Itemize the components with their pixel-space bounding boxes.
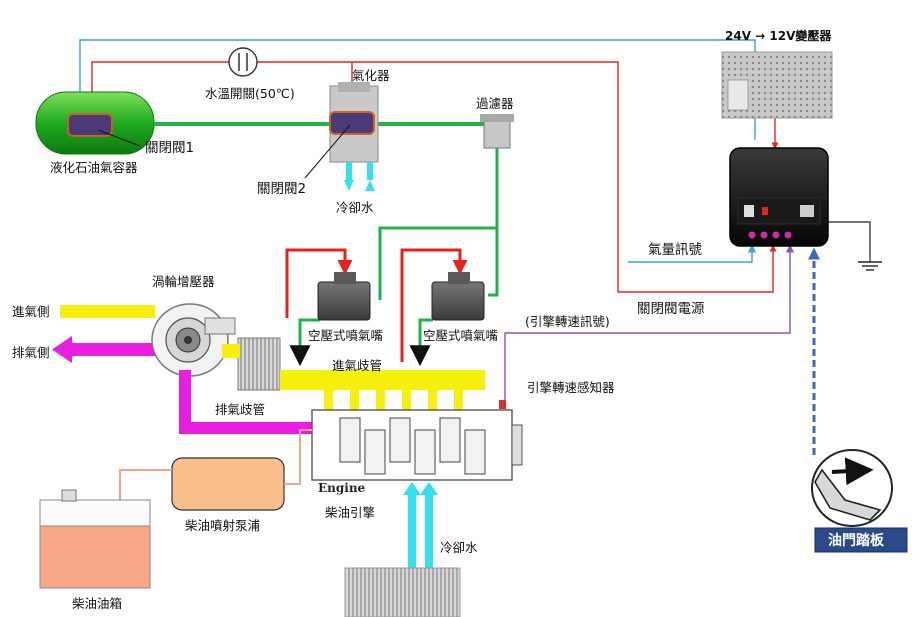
shutoff-valve-1-label: 關閉閥1 bbox=[145, 140, 194, 156]
intake-manifold-label: 進氣歧管 bbox=[332, 358, 382, 373]
intake-manifold bbox=[280, 370, 485, 390]
gas-signal-wire-lower bbox=[628, 244, 757, 263]
transformer-terminal bbox=[727, 79, 749, 111]
lpg-line-filter-to-injectors bbox=[378, 145, 499, 300]
turbo-to-intercooler bbox=[222, 344, 240, 358]
diesel-engine-icon bbox=[311, 409, 523, 481]
engine-word: Engine bbox=[318, 481, 366, 495]
shutoff-valve-2-icon bbox=[329, 111, 375, 135]
controller-port-1 bbox=[748, 231, 756, 239]
rpm-sensor-label: 引擎轉速感知器 bbox=[527, 380, 615, 395]
gas-signal-label: 氣量訊號 bbox=[648, 242, 702, 258]
injector2-to-intake bbox=[409, 318, 433, 367]
air-injector-1 bbox=[317, 281, 371, 321]
exhaust-side-arrowhead-icon bbox=[52, 336, 72, 363]
air-injector-2 bbox=[431, 281, 485, 321]
controller-port-3 bbox=[772, 231, 780, 239]
air-injector-1-label: 空壓式噴氣嘴 bbox=[308, 328, 384, 343]
diesel-pump-label: 柴油噴射泵浦 bbox=[185, 518, 260, 533]
diesel-pump bbox=[171, 457, 285, 511]
rpm-signal-label: (引擎轉速訊號) bbox=[525, 314, 610, 329]
intercooler bbox=[237, 337, 281, 391]
foot-pedal-icon bbox=[811, 449, 893, 527]
controller-led bbox=[762, 207, 768, 215]
controller-socket bbox=[800, 205, 814, 217]
injector1-to-intake bbox=[289, 318, 320, 367]
lpg-line-filter-to-injector2 bbox=[488, 228, 499, 297]
diesel-line-pump-engine bbox=[284, 429, 312, 485]
controller-port-4 bbox=[784, 231, 792, 239]
controller-switch bbox=[744, 205, 754, 217]
rpm-sensor bbox=[499, 400, 506, 409]
cooling-pipe-2 bbox=[367, 162, 373, 180]
power-wire-injector-1 bbox=[285, 248, 353, 318]
air-injector-1-cap bbox=[334, 272, 356, 284]
exhaust-manifold bbox=[179, 370, 312, 434]
shutoff-valve-2-label: 關閉閥2 bbox=[257, 181, 306, 197]
cooling-water-pipe-2 bbox=[425, 495, 433, 570]
intake-side-label: 進氣側 bbox=[12, 304, 50, 319]
filter-cap bbox=[480, 114, 514, 122]
diesel-tank-label: 柴油油箱 bbox=[72, 596, 122, 611]
controller-box bbox=[729, 147, 829, 247]
valve-2-pointer bbox=[304, 124, 351, 179]
valve-1-pointer bbox=[97, 129, 141, 147]
controller-port-2 bbox=[760, 231, 768, 239]
vaporizer-label: 氣化器 bbox=[352, 68, 390, 83]
diesel-line-tank-pump bbox=[119, 469, 172, 508]
shutoff-valve-1-icon bbox=[67, 113, 113, 137]
turbo-label: 渦輪增壓器 bbox=[152, 274, 215, 289]
temp-switch-label: 水溫開關(50℃) bbox=[205, 86, 295, 101]
vaporizer-top bbox=[338, 82, 370, 92]
lpg-tank-label: 液化石油氣容器 bbox=[50, 160, 138, 175]
air-injector-2-label: 空壓式噴氣嘴 bbox=[423, 328, 499, 343]
power-wire-injector-2 bbox=[400, 248, 468, 362]
cooling-water-pipe-1 bbox=[408, 495, 416, 570]
diesel-tank-cap bbox=[61, 489, 77, 502]
filter-label: 過濾器 bbox=[476, 96, 514, 111]
air-injector-2-cap bbox=[448, 272, 470, 284]
valve-power-label: 關閉閥電源 bbox=[637, 301, 705, 317]
ground-wire bbox=[826, 221, 871, 262]
rpm-signal-wire bbox=[504, 244, 795, 405]
intake-side-arrow bbox=[60, 305, 155, 318]
diesel-tank-top bbox=[39, 499, 151, 527]
throttle-pedal-label: 油門踏板 bbox=[828, 532, 885, 549]
cooling-water-bottom-label: 冷卻水 bbox=[440, 540, 478, 555]
throttle-pedal-badge bbox=[814, 527, 908, 553]
valve-power-wire bbox=[91, 61, 777, 293]
filter bbox=[483, 117, 511, 149]
temp-switch-icon bbox=[228, 47, 258, 77]
exhaust-manifold-label: 排氣歧管 bbox=[215, 402, 265, 417]
transformer-label: 24V → 12V變壓器 bbox=[725, 28, 832, 43]
cooling-pipe-1 bbox=[346, 162, 352, 180]
exhaust-side-label: 排氣側 bbox=[12, 345, 50, 360]
cooling-up-arrow-icon bbox=[420, 482, 438, 495]
diesel-engine-label: 柴油引擎 bbox=[325, 505, 375, 520]
cooling-in-arrow-icon bbox=[344, 180, 354, 191]
intake-runners bbox=[324, 388, 463, 410]
cooling-down-arrow-icon bbox=[403, 482, 421, 495]
cooling-water-top-label: 冷卻水 bbox=[336, 200, 374, 215]
turbocharger-icon bbox=[151, 303, 236, 377]
exhaust-side-arrow bbox=[72, 343, 157, 356]
radiator bbox=[344, 567, 461, 617]
cooling-out-arrow-icon bbox=[365, 180, 375, 191]
